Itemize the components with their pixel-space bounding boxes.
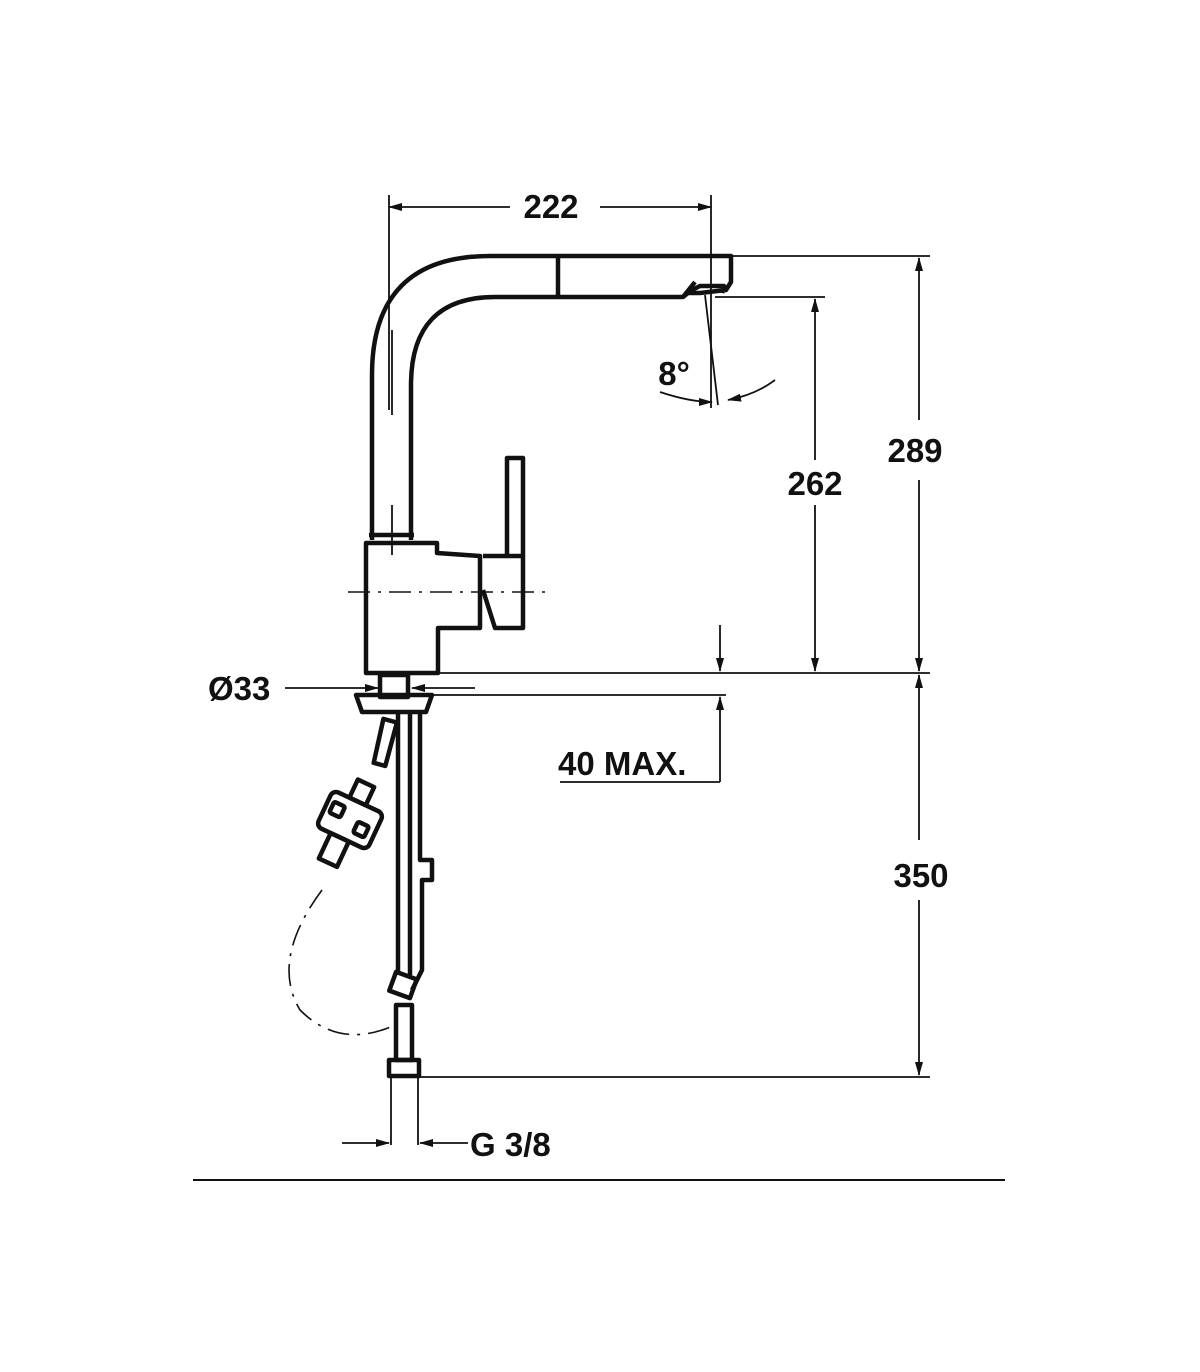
dimension-hole-diameter: Ø33 — [208, 670, 475, 707]
dimension-outlet-height: 262 — [715, 296, 843, 672]
dimension-angle: 8° — [658, 294, 776, 406]
dimension-spout-reach: 222 — [388, 188, 712, 410]
dimension-connection: G 3/8 — [342, 1126, 551, 1163]
label-diameter-33: Ø33 — [208, 670, 270, 707]
hand-shower — [315, 777, 385, 870]
label-262: 262 — [787, 465, 842, 502]
faucet-body — [348, 455, 545, 676]
label-222: 222 — [523, 188, 578, 225]
label-g-3-8: G 3/8 — [470, 1126, 551, 1163]
dimension-total-height: 289 — [731, 255, 943, 672]
dimension-hose-length: 350 — [420, 674, 949, 1078]
faucet-spout — [369, 253, 734, 555]
label-289: 289 — [887, 432, 942, 469]
dimension-deck-thickness: 40 MAX. — [558, 625, 724, 783]
label-40-max: 40 MAX. — [558, 745, 686, 782]
label-350: 350 — [893, 857, 948, 894]
supply-hoses — [288, 672, 435, 1145]
label-8-degrees: 8° — [658, 355, 690, 392]
